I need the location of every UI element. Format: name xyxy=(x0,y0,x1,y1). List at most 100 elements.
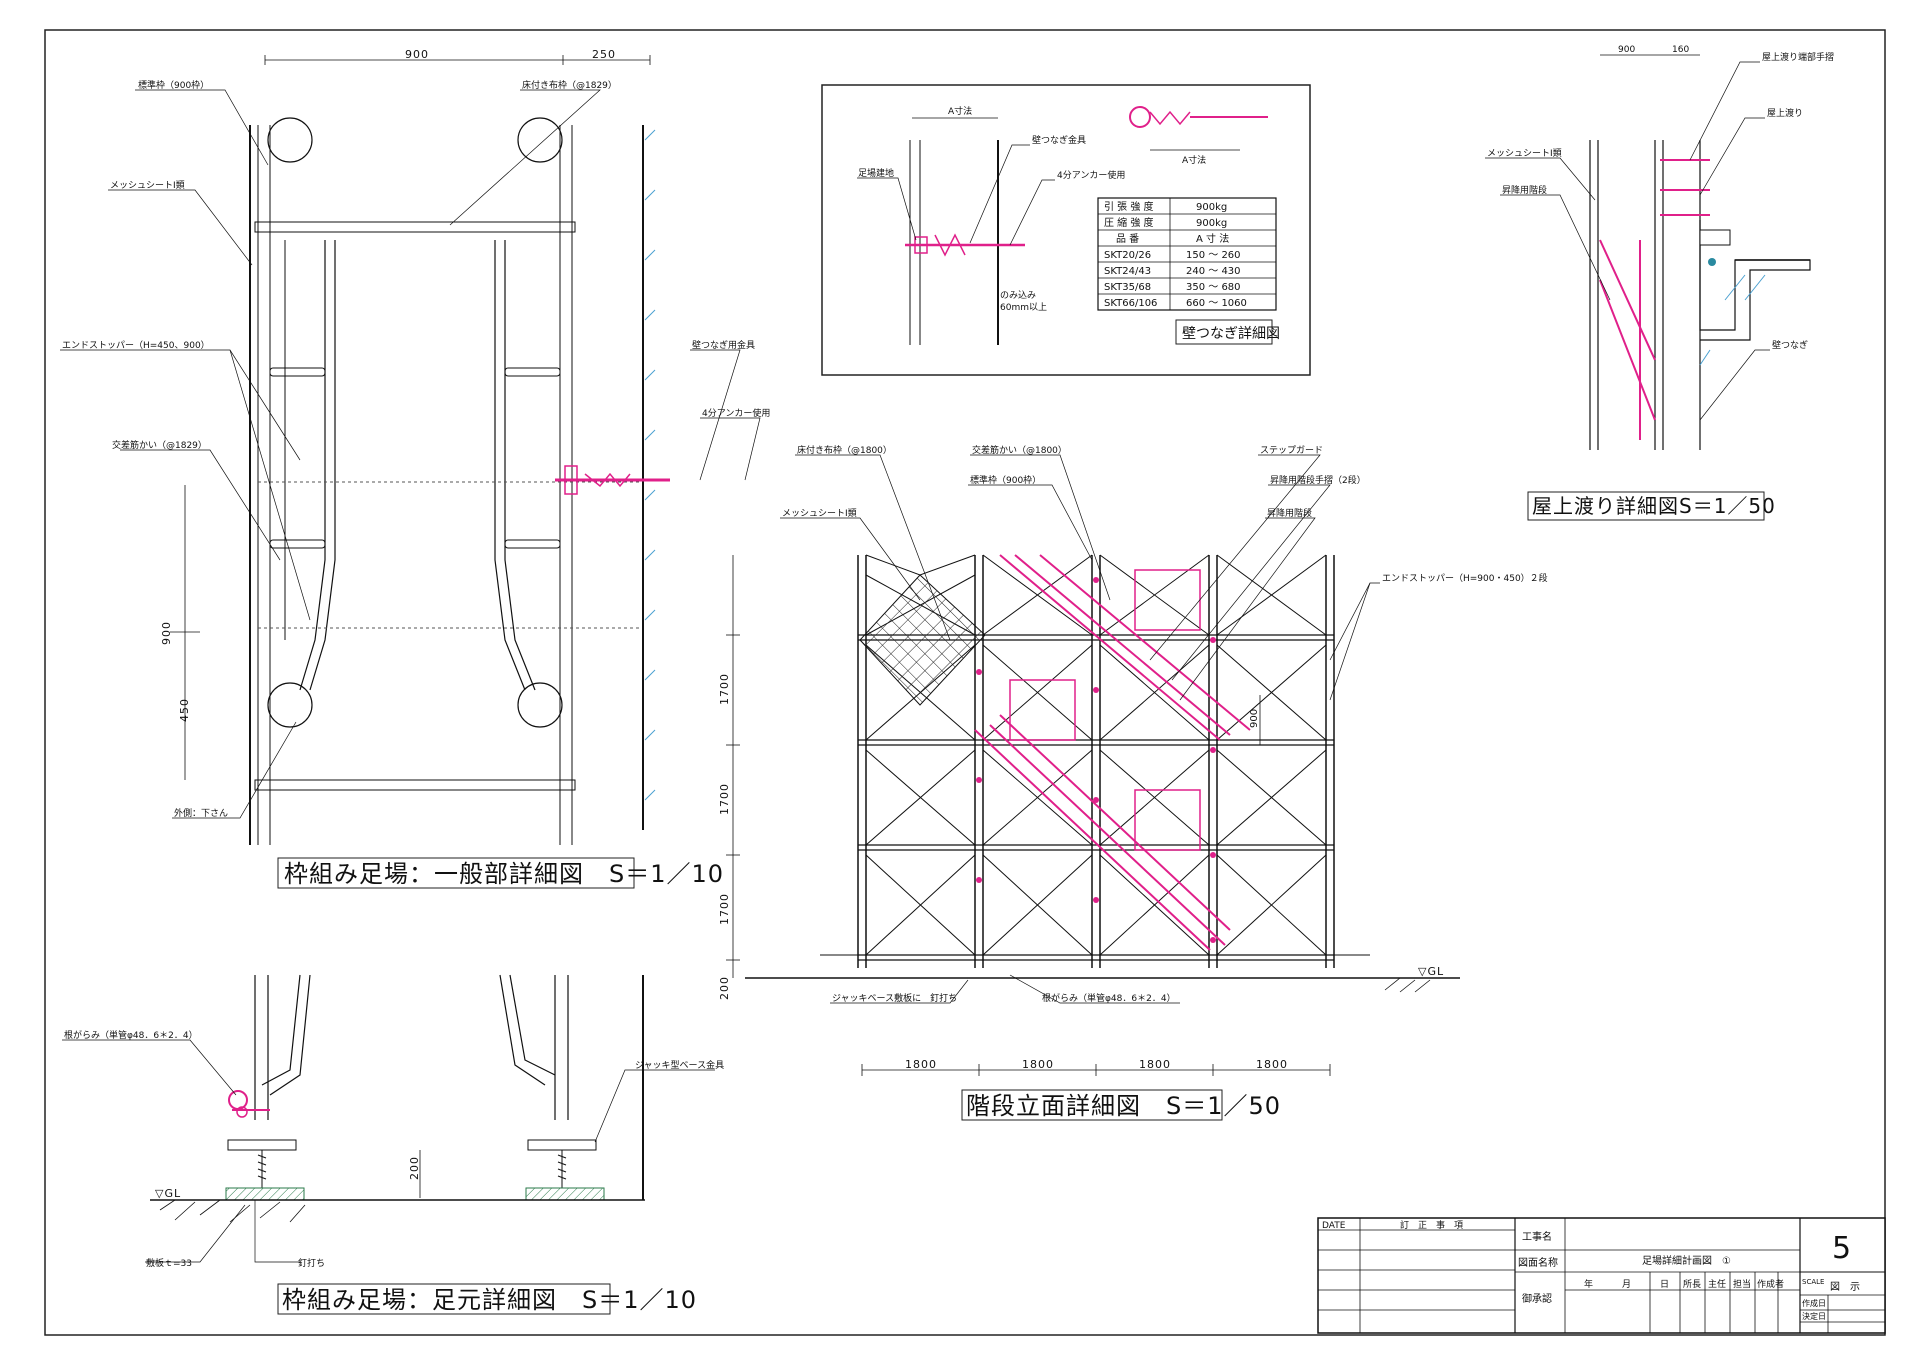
tb-scale-label: SCALE xyxy=(1802,1278,1824,1286)
spec-row-5-val: 240 ～ 430 xyxy=(1186,266,1241,277)
sheet-border xyxy=(44,29,1886,1336)
tb-date-label: DATE xyxy=(1322,1221,1346,1231)
label-anchor: 4分アンカー使用 xyxy=(702,407,770,419)
dim-span-4: 1800 xyxy=(1256,1058,1288,1071)
dim-height-4: 200 xyxy=(718,976,731,1000)
label-floor-beam: 床付き布枠（@1829） xyxy=(522,79,617,91)
label-end-stopper: エンドストッパー（H=450、900） xyxy=(62,340,210,351)
dim-height-2: 1700 xyxy=(718,783,731,815)
spec-row-6-key: SKT35/68 xyxy=(1104,282,1151,293)
spec-row-4-val: 150 ～ 260 xyxy=(1186,250,1241,261)
label-stair-standard-frame: 標準枠（900枠） xyxy=(970,474,1041,486)
label-stair-sweep-rod: 根がらみ（単管φ48．6＊2．4） xyxy=(1042,992,1176,1004)
tb-role-2: 主任 xyxy=(1708,1278,1726,1290)
tb-role-1: 所長 xyxy=(1683,1279,1701,1290)
wall-tie-spec-table: 引 張 強 度 900kg 圧 縮 強 度 900kg 品 番 A 寸 法 SK… xyxy=(1097,197,1277,311)
label-embed: のみ込み xyxy=(1000,290,1036,301)
label-building: 足場建地 xyxy=(858,167,894,179)
dim-span-3: 1800 xyxy=(1139,1058,1171,1071)
label-cross-brace: 交差筋かい（@1829） xyxy=(112,439,207,451)
label-rooftop-wall-tie: 壁つなぎ xyxy=(1772,339,1808,351)
label-rooftop-mesh-sheet: メッシュシートⅠ類 xyxy=(1487,148,1562,159)
stair-flights xyxy=(974,554,1251,951)
sill-plate-right xyxy=(525,1187,605,1201)
label-standard-frame: 標準枠（900枠） xyxy=(138,79,209,91)
rooftop-detail-title: 屋上渡り詳細図S＝1／50 xyxy=(1532,494,1776,518)
label-rooftop-handrail-end: 屋上渡り端部手摺 xyxy=(1762,51,1834,63)
spec-row-2-val: 900kg xyxy=(1196,218,1227,229)
label-stair-jack-base: ジャッキベース敷板に 釘打ち xyxy=(832,992,957,1004)
stair-elevation-drawing: ▽GL 1700 1700 1700 200 900 1800 1800 180… xyxy=(718,444,1548,1121)
label-a-dim-2: A寸法 xyxy=(1182,154,1206,166)
label-outer-lower: 外側：下さん xyxy=(174,807,228,819)
label-embed-2: 60mm以上 xyxy=(1000,302,1047,313)
label-stair-floor-beam: 床付き布枠（@1800） xyxy=(797,444,892,456)
spec-row-7-key: SKT66/106 xyxy=(1104,298,1157,309)
tb-drawing-name: 足場詳細計画図 ① xyxy=(1642,1254,1731,1267)
spec-row-5-key: SKT24/43 xyxy=(1104,266,1151,277)
wall-tie-fitting-icon xyxy=(555,465,670,495)
dim-span-1: 1800 xyxy=(905,1058,937,1071)
dim-rooftop-160: 160 xyxy=(1672,45,1689,55)
general-detail-drawing: 900 250 xyxy=(60,48,770,889)
spec-row-6-val: 350 ～ 680 xyxy=(1186,282,1241,293)
base-gl-mark: ▽GL xyxy=(155,1187,181,1200)
label-wall-tie-fitting: 壁つなぎ用金具 xyxy=(692,339,755,351)
spec-row-4-key: SKT20/26 xyxy=(1104,250,1151,261)
spec-row-3-val: A 寸 法 xyxy=(1196,232,1229,245)
tb-approval-label: 御承認 xyxy=(1522,1292,1552,1305)
dim-side-450: 450 xyxy=(178,698,191,722)
tb-year: 年 xyxy=(1584,1278,1593,1290)
tb-decided-label: 決定日 xyxy=(1802,1311,1826,1321)
tb-project-label: 工事名 xyxy=(1522,1230,1552,1243)
sweep-rod-clamp-icon xyxy=(228,1090,270,1118)
dim-height-3: 1700 xyxy=(718,893,731,925)
label-anchor-detail: 4分アンカー使用 xyxy=(1057,169,1125,181)
dim-rooftop-900: 900 xyxy=(1618,45,1635,55)
label-stair: 昇降用階段 xyxy=(1267,507,1312,519)
label-nailing: 釘打ち xyxy=(298,1257,325,1269)
tb-month: 月 xyxy=(1622,1279,1631,1290)
label-rooftop-crossing: 屋上渡り xyxy=(1767,107,1803,119)
dim-height-1: 1700 xyxy=(718,673,731,705)
rooftop-detail-drawing: 900 160 屋上渡り端部手 xyxy=(1485,45,1834,521)
label-sill-plate: 敷板ｔ=33 xyxy=(146,1257,192,1269)
stair-gl-mark: ▽GL xyxy=(1418,965,1444,978)
tb-day: 日 xyxy=(1660,1279,1669,1290)
mesh-sheet-swatch xyxy=(859,574,986,706)
dim-stair-900: 900 xyxy=(1249,709,1260,728)
label-rooftop-stair: 昇降用階段 xyxy=(1502,184,1547,196)
label-fitting: 壁つなぎ金具 xyxy=(1032,134,1086,146)
dim-top-900: 900 xyxy=(405,48,429,61)
tb-created-label: 作成日 xyxy=(1802,1298,1826,1308)
tb-sheet-number: 5 xyxy=(1832,1231,1851,1266)
rooftop-stair-handrail xyxy=(1599,159,1710,440)
spec-row-2-key: 圧 縮 強 度 xyxy=(1104,216,1154,229)
stair-elevation-title: 階段立面詳細図 S＝1／50 xyxy=(966,1092,1281,1120)
sill-plate-left xyxy=(225,1187,305,1201)
dim-base-200: 200 xyxy=(408,1156,421,1180)
label-a-dim: A寸法 xyxy=(948,105,972,117)
base-detail-drawing: ▽GL 200 根がらみ（単管φ48．6＊2．4） ジャッキ型ベース金具 敷板ｔ… xyxy=(62,974,724,1315)
tb-revision-label: 訂 正 事 項 xyxy=(1400,1219,1463,1231)
general-detail-title: 枠組み足場：一般部詳細図 S＝1／10 xyxy=(284,860,724,888)
spec-row-3-key: 品 番 xyxy=(1116,233,1139,245)
tb-role-3: 担当 xyxy=(1733,1278,1751,1290)
wall-tie-fitting-detail-icon xyxy=(1129,106,1268,128)
title-block: DATE 訂 正 事 項 工事名 図面名称 足場詳細計画図 ① 御承認 年 月 … xyxy=(1317,1217,1886,1334)
label-stair-end-stopper: エンドストッパー（H=900・450）２段 xyxy=(1382,572,1548,584)
spec-row-1-key: 引 張 強 度 xyxy=(1104,200,1154,213)
label-stair-cross-brace: 交差筋かい（@1800） xyxy=(972,444,1067,456)
wall-tie-detail-drawing: A寸法 A寸法 足場建地 壁つなぎ金具 4分アンカー使用 のみ込み 60mm以上 xyxy=(821,84,1311,376)
label-stair-handrail: 昇降用階段手摺（2段） xyxy=(1270,474,1366,486)
spec-row-7-val: 660 ～ 1060 xyxy=(1186,298,1247,309)
dim-side-900: 900 xyxy=(160,621,173,645)
wall-tie-detail-title: 壁つなぎ詳細図 xyxy=(1182,326,1280,342)
label-step-guard: ステップガード xyxy=(1260,445,1323,456)
label-sweep-rod: 根がらみ（単管φ48．6＊2．4） xyxy=(64,1029,198,1041)
base-detail-title: 枠組み足場：足元詳細図 S＝1／10 xyxy=(282,1286,697,1314)
label-jack-base: ジャッキ型ベース金具 xyxy=(635,1059,724,1071)
tb-scale-value: 図 示 xyxy=(1830,1281,1860,1293)
